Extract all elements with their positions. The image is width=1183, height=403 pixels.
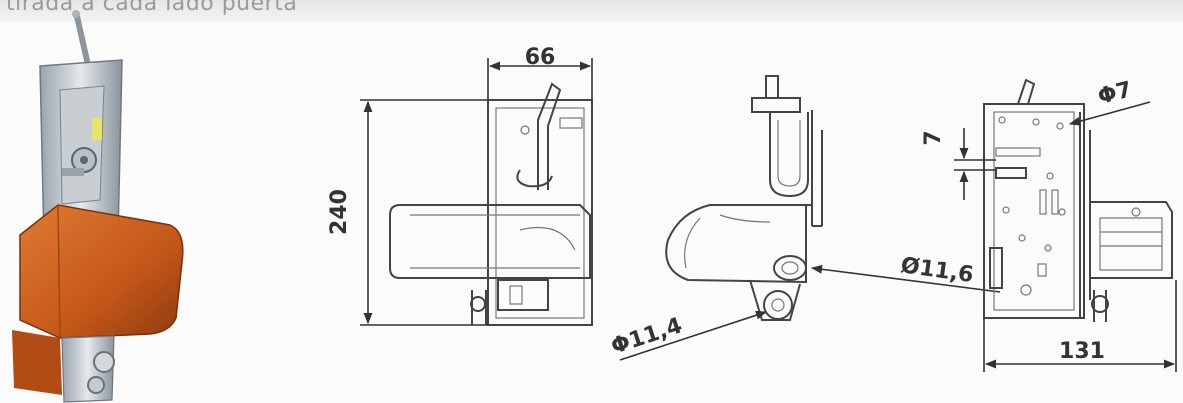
dimension-height: 240 xyxy=(327,189,352,235)
front-view-drawing xyxy=(360,58,593,326)
dimension-width-top: 66 xyxy=(525,45,556,70)
dimension-width-bottom: 131 xyxy=(1059,339,1105,364)
dimension-gap-right: 7 xyxy=(921,130,946,145)
rear-view-drawing xyxy=(954,78,1177,372)
dimension-diameter-right: Φ7 xyxy=(1095,77,1134,109)
dimension-hole-upper: Ø11,6 xyxy=(899,253,975,288)
product-3d-render xyxy=(12,10,184,403)
dimension-hole-lower: Φ11,4 xyxy=(608,313,685,359)
top-caption-strip: tirada a cada lado puerta xyxy=(0,0,1183,22)
side-view-drawing xyxy=(619,75,1001,361)
